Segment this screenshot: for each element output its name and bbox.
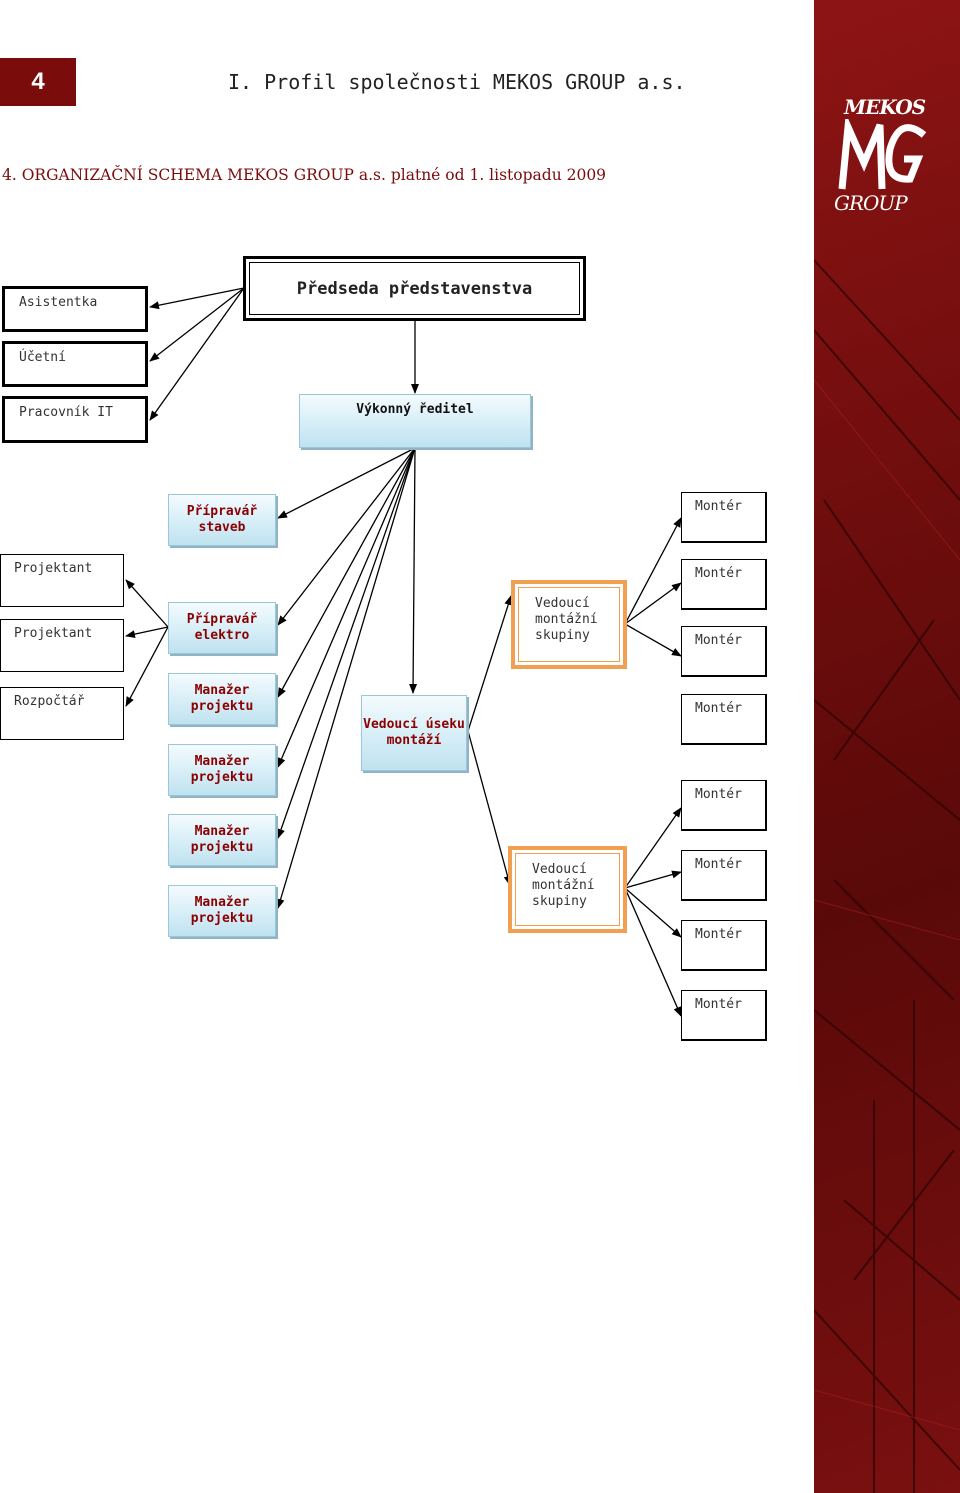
logo-text-top: MEKOS (844, 95, 926, 119)
page-number-badge: 4 (0, 58, 76, 106)
fitter-box-5: Montér (681, 780, 767, 831)
fitter-box-2: Montér (681, 559, 767, 610)
staff-box-it: Pracovník IT (2, 396, 148, 443)
sidebar-texture (814, 259, 960, 1493)
chairman-box: Předseda představenstva (243, 256, 586, 321)
mekos-logo: MEKOS GROUP (822, 95, 944, 225)
group-leader-box-2: Vedoucí montážní skupiny (508, 846, 627, 933)
project-manager-box-3: Manažer projektu (168, 814, 276, 866)
logo-text-bottom: GROUP (834, 191, 908, 215)
section-heading: 4. ORGANIZAČNÍ SCHEMA MEKOS GROUP a.s. p… (2, 166, 607, 184)
project-manager-box-4: Manažer projektu (168, 885, 276, 937)
staff-box-assistant: Asistentka (2, 286, 148, 332)
brand-sidebar (814, 0, 960, 1493)
fitter-box-4: Montér (681, 694, 767, 745)
fitter-box-1: Montér (681, 492, 767, 543)
project-manager-box-2: Manažer projektu (168, 744, 276, 796)
estimator-box: Rozpočtář (0, 687, 124, 740)
group-leader-label-1: Vedoucí montážní skupiny (518, 587, 620, 662)
fitter-box-8: Montér (681, 990, 767, 1041)
chairman-label: Předseda představenstva (249, 262, 580, 315)
staff-box-accountant: Účetní (2, 341, 148, 387)
project-manager-box-1: Manažer projektu (168, 673, 276, 725)
fitter-box-6: Montér (681, 850, 767, 901)
preparer-electro-box: Přípravář elektro (168, 602, 276, 654)
preparer-construction-box: Přípravář staveb (168, 494, 276, 546)
org-chart-connectors (125, 287, 682, 1017)
page-header-title: I. Profil společnosti MEKOS GROUP a.s. (228, 70, 686, 94)
group-leader-box-1: Vedoucí montážní skupiny (511, 580, 627, 669)
fitter-box-3: Montér (681, 626, 767, 677)
executive-director-box: Výkonný ředitel (299, 394, 531, 448)
designer-box-1: Projektant (0, 554, 124, 607)
designer-box-2: Projektant (0, 619, 124, 672)
group-leader-label-2: Vedoucí montážní skupiny (515, 853, 620, 926)
assembly-section-head-box: Vedoucí úseku montáží (361, 695, 467, 771)
mg-monogram-icon (838, 119, 927, 190)
fitter-box-7: Montér (681, 920, 767, 971)
